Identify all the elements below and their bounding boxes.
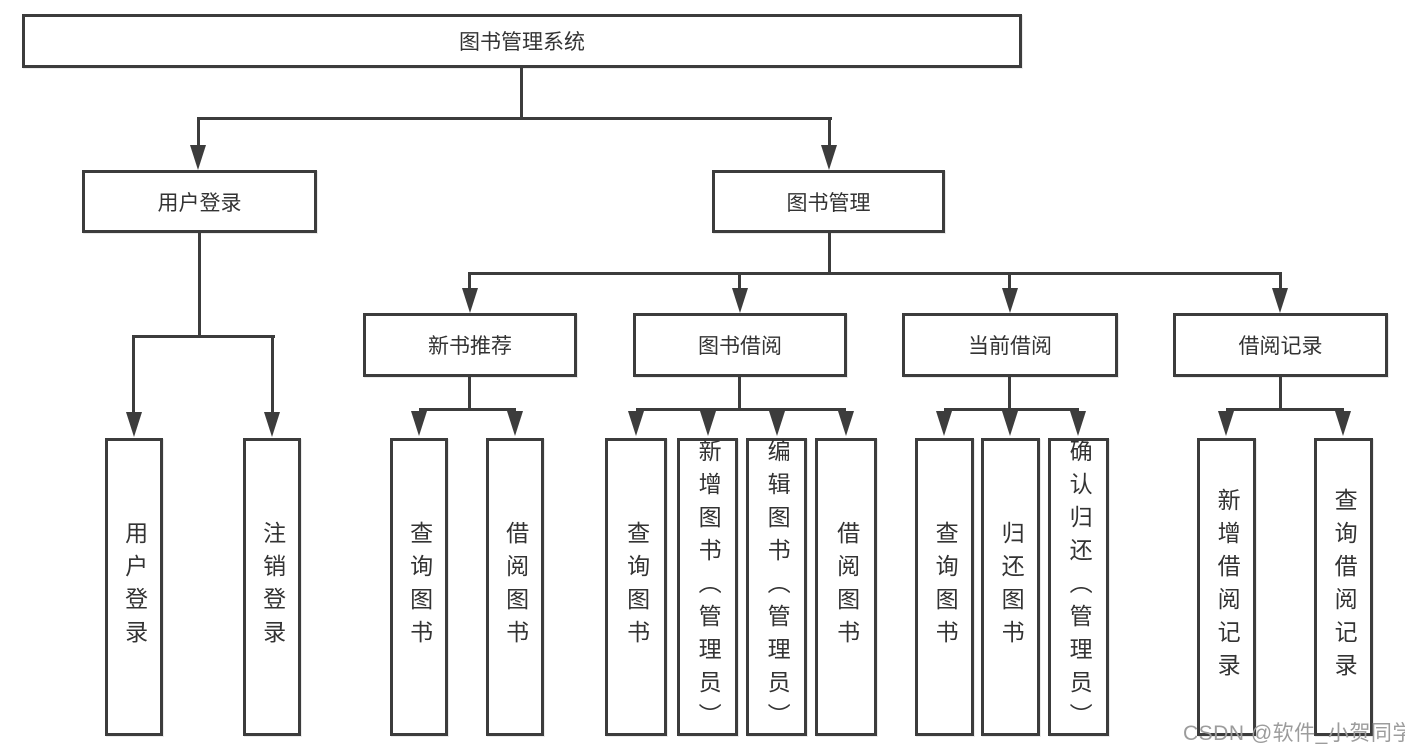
node-library-management-system: 图书管理系统	[22, 14, 1022, 68]
node-return-books: 归还图书	[981, 438, 1040, 736]
csdn-watermark: CSDN @软件_小贺同学	[1183, 722, 1405, 745]
connector-line	[468, 272, 1282, 275]
node-label: 查询图书	[932, 521, 959, 653]
connector-arrowhead	[1002, 288, 1018, 313]
connector-line	[1226, 408, 1344, 411]
node-label: 归还图书	[998, 521, 1025, 653]
node-label: 查询图书	[406, 521, 433, 653]
node-add-borrowing-record: 新增借阅记录	[1197, 438, 1256, 736]
node-label: 借阅图书	[502, 521, 529, 653]
connector-line	[1008, 272, 1011, 290]
node-add-books-admin: 新增图书（管理员）	[677, 438, 738, 736]
connector-line	[419, 408, 516, 411]
connector-arrowhead	[507, 411, 523, 436]
node-label: 当前借阅	[968, 335, 1052, 358]
node-label: 新书推荐	[428, 335, 512, 358]
connector-line	[198, 233, 201, 335]
connector-arrowhead	[732, 288, 748, 313]
connector-arrowhead	[411, 411, 427, 436]
node-label: 查询借阅记录	[1331, 488, 1358, 686]
node-current-borrowing: 当前借阅	[902, 313, 1118, 377]
connector-line	[468, 377, 471, 408]
connector-arrowhead	[1002, 411, 1018, 436]
node-query-books-current: 查询图书	[915, 438, 974, 736]
node-label: 用户登录	[157, 191, 242, 215]
node-label: 新增借阅记录	[1214, 488, 1241, 686]
connector-line	[197, 117, 200, 146]
node-label: 用户登录	[121, 521, 148, 653]
connector-arrowhead	[1335, 411, 1351, 436]
node-borrowing-records: 借阅记录	[1173, 313, 1388, 377]
connector-line	[636, 408, 846, 411]
node-logout-login: 注销登录	[243, 438, 301, 736]
connector-line	[468, 272, 471, 290]
node-label: 图书管理	[786, 191, 871, 215]
connector-arrowhead	[1218, 411, 1234, 436]
connector-line	[828, 233, 831, 272]
connector-line	[1279, 377, 1282, 408]
node-edit-books-admin: 编辑图书（管理员）	[746, 438, 807, 736]
node-label: 确认归还（管理员）	[1066, 438, 1093, 736]
connector-arrowhead	[1272, 288, 1288, 313]
connector-line	[1008, 377, 1011, 408]
node-label: 编辑图书（管理员）	[764, 438, 791, 736]
connector-line	[132, 335, 275, 338]
connector-line	[520, 68, 523, 117]
node-label: 图书管理系统	[459, 31, 585, 54]
connector-arrowhead	[462, 288, 478, 313]
node-label: 借阅记录	[1238, 335, 1323, 358]
connector-line	[132, 335, 135, 412]
connector-arrowhead	[190, 145, 206, 170]
node-query-books-recommend: 查询图书	[390, 438, 448, 736]
connector-arrowhead	[700, 411, 716, 436]
connector-arrowhead	[264, 412, 280, 437]
connector-arrowhead	[838, 411, 854, 436]
connector-arrowhead	[769, 411, 785, 436]
node-label: 图书借阅	[698, 335, 782, 358]
node-confirm-return-admin: 确认归还（管理员）	[1048, 438, 1109, 736]
connector-arrowhead	[126, 412, 142, 437]
node-label: 查询图书	[623, 521, 650, 653]
node-label: 新增图书（管理员）	[695, 438, 722, 736]
node-book-management-branch: 图书管理	[712, 170, 945, 233]
connector-line	[197, 117, 832, 120]
node-query-books-borrowing: 查询图书	[605, 438, 667, 736]
connector-line	[271, 335, 274, 412]
connector-arrowhead	[628, 411, 644, 436]
node-borrow-books-recommend: 借阅图书	[486, 438, 544, 736]
connector-arrowhead	[936, 411, 952, 436]
connector-line	[738, 272, 741, 290]
connector-arrowhead	[821, 145, 837, 170]
node-book-borrowing: 图书借阅	[633, 313, 847, 377]
node-user-login-branch: 用户登录	[82, 170, 317, 233]
node-label: 借阅图书	[833, 521, 860, 653]
node-query-borrowing-record: 查询借阅记录	[1314, 438, 1373, 736]
node-new-book-recommendation: 新书推荐	[363, 313, 577, 377]
connector-arrowhead	[1070, 411, 1086, 436]
connector-line	[944, 408, 1079, 411]
node-borrow-books-borrowing: 借阅图书	[815, 438, 877, 736]
connector-line	[828, 117, 831, 146]
connector-line	[1279, 272, 1282, 290]
connector-line	[738, 377, 741, 408]
node-user-login: 用户登录	[105, 438, 163, 736]
node-label: 注销登录	[259, 521, 286, 653]
